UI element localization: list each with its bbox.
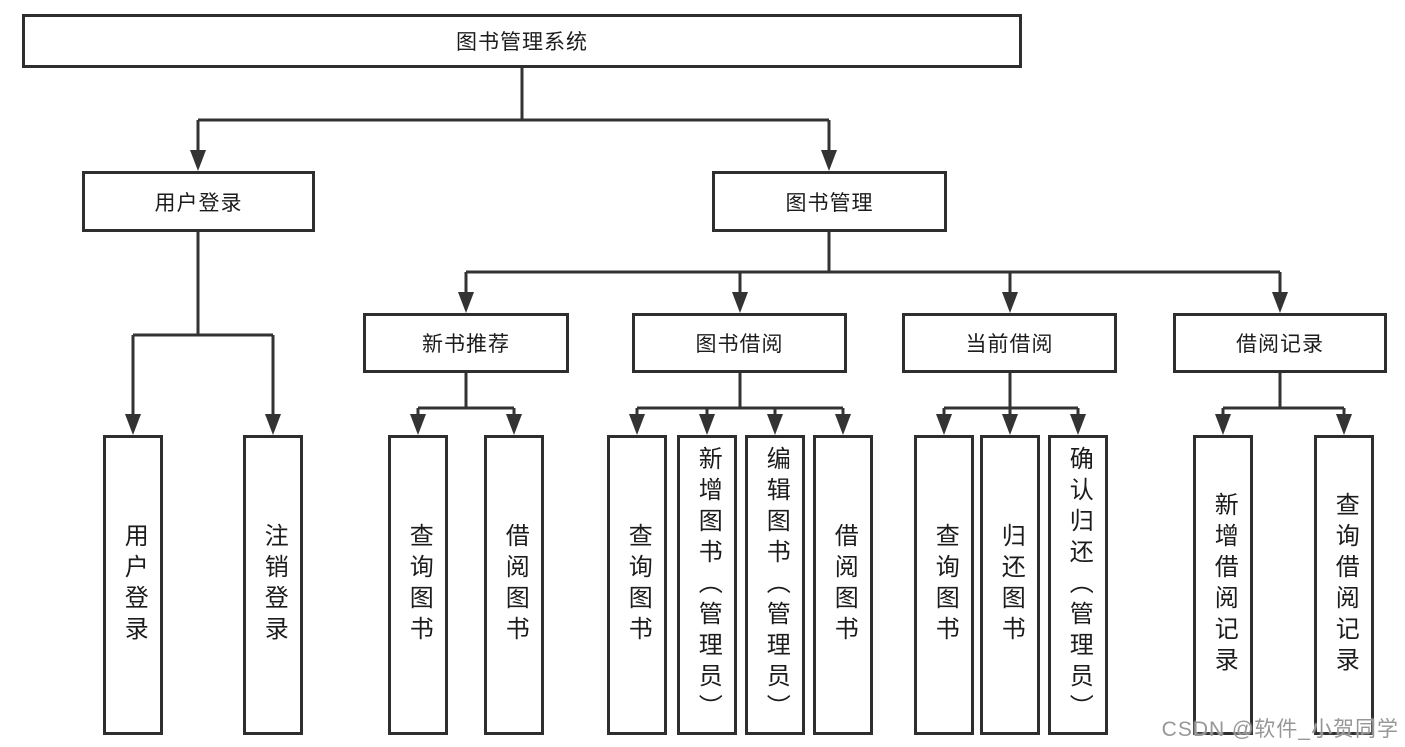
- leaf-borrow-books: 借阅图书: [813, 435, 873, 735]
- node-current-borrow: 当前借阅: [902, 313, 1117, 373]
- arrowheads: [125, 150, 1352, 435]
- leaf-query-books-current: 查询图书: [914, 435, 974, 735]
- leaf-edit-books-admin: 编辑图书（管理员）: [745, 435, 805, 735]
- node-new-book-recommend: 新书推荐: [363, 313, 569, 373]
- leaf-add-borrow-record: 新增借阅记录: [1193, 435, 1253, 735]
- node-book-management: 图书管理: [712, 171, 947, 232]
- leaf-query-books-borrow: 查询图书: [607, 435, 667, 735]
- node-library-management-system: 图书管理系统: [22, 14, 1022, 68]
- leaf-borrow-books-recommend: 借阅图书: [484, 435, 544, 735]
- leaf-query-borrow-record: 查询借阅记录: [1314, 435, 1374, 735]
- leaf-confirm-return-admin: 确认归还（管理员）: [1048, 435, 1108, 735]
- leaf-add-books-admin: 新增图书（管理员）: [677, 435, 737, 735]
- watermark: CSDN @软件_小贺同学: [1161, 718, 1399, 741]
- leaf-query-books-recommend: 查询图书: [388, 435, 448, 735]
- node-user-login: 用户登录: [82, 171, 315, 232]
- node-borrow-records: 借阅记录: [1173, 313, 1387, 373]
- leaf-user-login: 用户登录: [103, 435, 163, 735]
- node-book-borrow: 图书借阅: [632, 313, 847, 373]
- leaf-return-books: 归还图书: [980, 435, 1040, 735]
- leaf-logout: 注销登录: [243, 435, 303, 735]
